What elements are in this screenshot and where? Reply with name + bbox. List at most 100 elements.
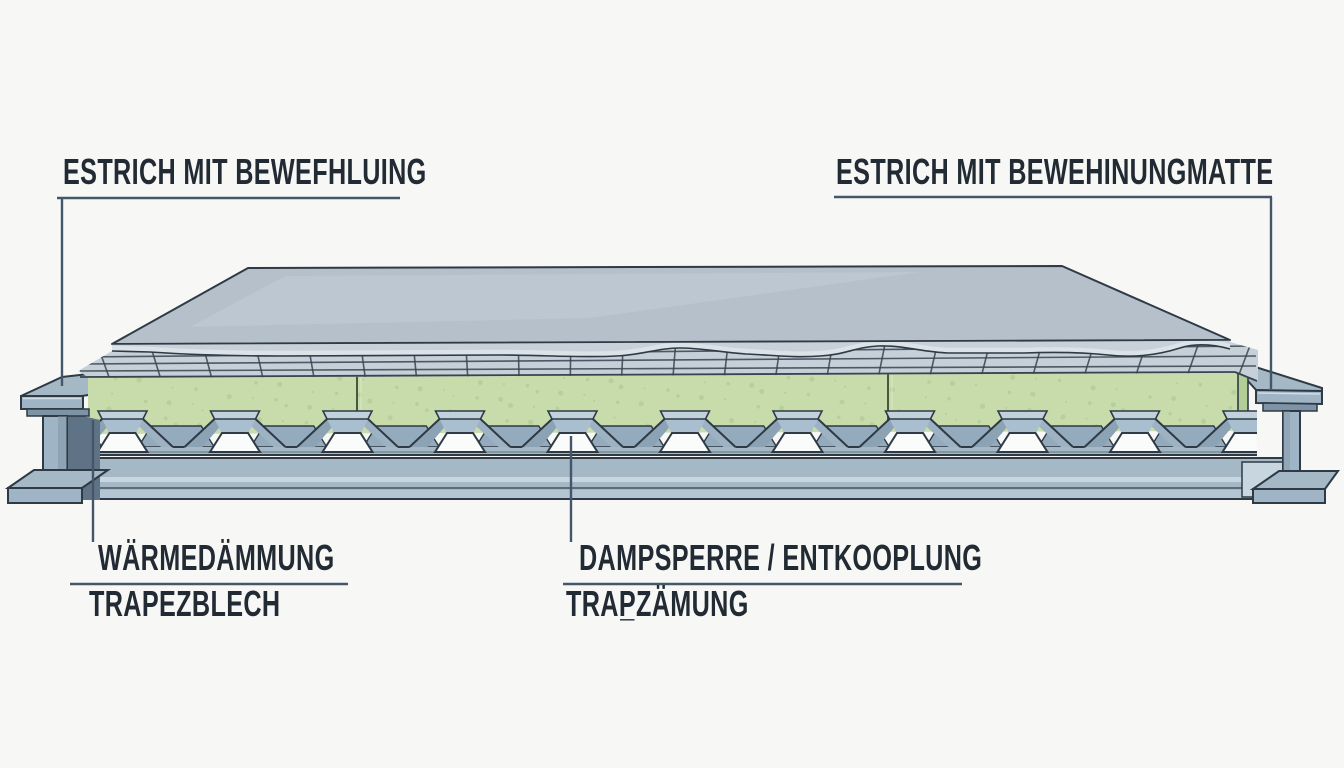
rib-left-slope	[747, 419, 789, 447]
insulation-speckle	[1228, 405, 1233, 410]
insulation-speckle	[613, 416, 616, 419]
rib-right-slope	[468, 419, 511, 447]
insulation-speckle	[698, 395, 704, 401]
rib-slope-edge	[592, 418, 624, 448]
insulation-speckle	[786, 375, 791, 380]
insulation-speckle	[452, 395, 455, 398]
insulation-speckle	[844, 385, 847, 388]
top-flange-front	[1255, 388, 1323, 406]
rib-slope-edge	[1083, 418, 1116, 448]
mesh-bottom-edge	[79, 371, 1236, 378]
insulation-speckle	[191, 403, 194, 406]
insulation-speckle	[143, 399, 148, 404]
insulation-speckle	[864, 402, 867, 405]
rib-left-slope	[184, 419, 227, 447]
left-steel-beam	[4, 395, 112, 504]
rib-right-slope	[693, 419, 736, 447]
insulation-speckle	[392, 401, 395, 404]
rib-top-face	[1109, 410, 1161, 420]
insulation-speckle	[508, 403, 513, 408]
insulation-speckle	[535, 389, 540, 394]
rib-front-face	[1114, 419, 1156, 433]
insulation-speckle	[977, 419, 982, 424]
rib-void-opening	[433, 432, 487, 453]
rib-front-face	[552, 419, 593, 433]
insulation-speckle	[638, 401, 644, 407]
right-steel-beam	[1241, 388, 1340, 504]
insulation-speckle	[111, 392, 114, 395]
rib-slope-edge	[633, 418, 666, 448]
rib-front-face	[214, 419, 256, 433]
insulation-speckle	[980, 403, 986, 409]
rib-left-slope	[1084, 419, 1127, 447]
rib-front-face	[777, 419, 818, 433]
insulation-speckle	[281, 420, 284, 423]
rib-left-slope	[859, 419, 902, 447]
insulation-speckle	[809, 376, 815, 382]
insulation-speckle	[1198, 382, 1203, 387]
rib-slope-edge	[817, 418, 849, 448]
insulation-speckle	[563, 376, 566, 379]
rib-top-face	[434, 410, 486, 420]
insulation-speckle	[806, 392, 811, 397]
insulation-speckle	[558, 390, 564, 396]
screed-slab	[111, 265, 1231, 358]
rib-slope-edge	[971, 418, 1003, 448]
rib-top-face	[321, 410, 374, 420]
rib-void-opening	[545, 432, 600, 453]
insulation-speckle	[759, 388, 765, 394]
insulation-speckle	[618, 384, 624, 390]
rib-slope-edge	[183, 418, 216, 448]
bottom-flange-front	[7, 487, 83, 504]
insulation-speckle	[726, 382, 730, 386]
insulation-speckle	[583, 393, 586, 396]
rib-front-face	[102, 419, 143, 433]
insulation-speckle	[226, 394, 232, 400]
label-estrich-right: ESTRICH MIT BEWEHINUNGMATTE	[836, 151, 1274, 192]
insulation-speckle	[201, 409, 204, 412]
rib-front-face	[327, 419, 368, 433]
insulation-speckle	[387, 415, 393, 421]
insulation-speckle	[164, 416, 168, 421]
insulation-speckle	[1010, 374, 1016, 380]
insulation-speckle	[502, 383, 505, 386]
insulation-speckle	[1148, 395, 1152, 399]
insulation-speckle	[394, 385, 399, 390]
insulation-speckle	[166, 400, 172, 406]
insulation-speckle	[924, 396, 927, 399]
insulation-speckle	[1201, 418, 1207, 424]
insulation-speckle	[947, 397, 951, 401]
insulation-speckle	[304, 420, 309, 425]
label-trapezblech: TRAPEZBLECH	[89, 583, 281, 624]
rib-front-face	[1227, 419, 1257, 433]
insulation-speckle	[834, 379, 837, 382]
insulation-speckle	[974, 383, 978, 387]
insulation-speckle	[676, 394, 680, 398]
insulation-speckle	[1005, 406, 1008, 409]
insulation-speckle	[1057, 378, 1062, 383]
rib-slope-edge	[521, 418, 553, 448]
insulation-speckle	[334, 391, 339, 396]
trapezoidal-sheet	[88, 410, 1257, 456]
rib-slope-edge	[704, 418, 737, 448]
insulation-speckle	[1088, 401, 1092, 406]
insulation-speckle	[1035, 377, 1038, 380]
top-flange-step	[26, 408, 90, 417]
insulation-speckle	[950, 381, 955, 386]
insulation-speckle	[442, 389, 445, 392]
annotation-lines	[57, 195, 1273, 586]
slab-top-highlight	[190, 272, 920, 327]
insulation-speckle	[251, 397, 254, 400]
slab-front-bottom-edge	[111, 343, 1231, 358]
bottom-flange-front	[1252, 488, 1326, 504]
rib-left-slope	[1197, 419, 1239, 447]
insulation-speckle	[703, 381, 706, 384]
insulation-speckle	[1065, 400, 1068, 403]
insulation-speckle	[425, 408, 429, 413]
rib-top-face	[996, 410, 1049, 420]
rib-right-slope	[918, 419, 961, 447]
rib-top-face	[546, 410, 599, 420]
rib-front-face	[439, 419, 481, 433]
